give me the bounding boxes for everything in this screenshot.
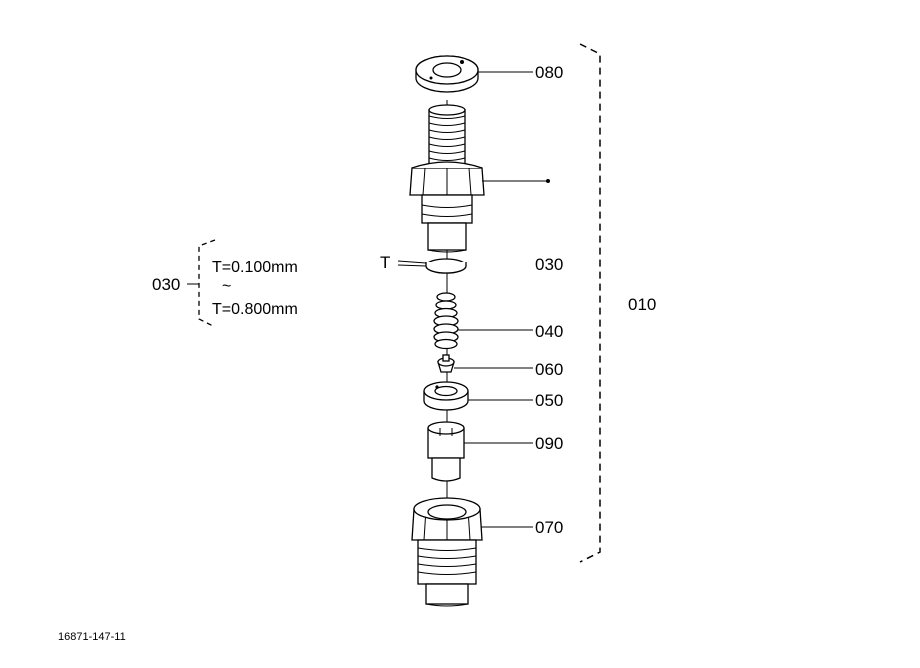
retaining-nut-part[interactable] [411, 497, 483, 607]
shim-marker: T [380, 253, 390, 272]
assembly-bracket [579, 43, 601, 563]
callout-spacer: 050 [535, 391, 563, 410]
shim-thickness-max: T=0.800mm [212, 301, 298, 318]
washer-part[interactable] [415, 55, 479, 93]
shim-range-bracket [198, 239, 216, 328]
callout-nozzle-tip: 090 [535, 434, 563, 453]
nozzle-body-part[interactable] [409, 104, 485, 253]
shim-range-symbol: ~ [222, 278, 231, 295]
callout-retaining-nut: 070 [535, 518, 563, 537]
callout-pin: 060 [535, 360, 563, 379]
spacer-part[interactable] [423, 381, 469, 411]
callout-assembly: 010 [628, 295, 656, 314]
pin-part[interactable] [437, 354, 455, 373]
callout-washer: 080 [535, 63, 563, 82]
callout-shim: 030 [535, 255, 563, 274]
nozzle-tip-part[interactable] [427, 421, 465, 482]
shim-thickness-min: T=0.100mm [212, 259, 298, 276]
callout-spring: 040 [535, 322, 563, 341]
shim-table-callout: 030 [152, 275, 180, 294]
figure-id: 16871-147-11 [58, 631, 126, 643]
shim-part[interactable] [425, 258, 467, 274]
spring-part[interactable] [433, 292, 459, 350]
leader-lines [397, 71, 550, 528]
